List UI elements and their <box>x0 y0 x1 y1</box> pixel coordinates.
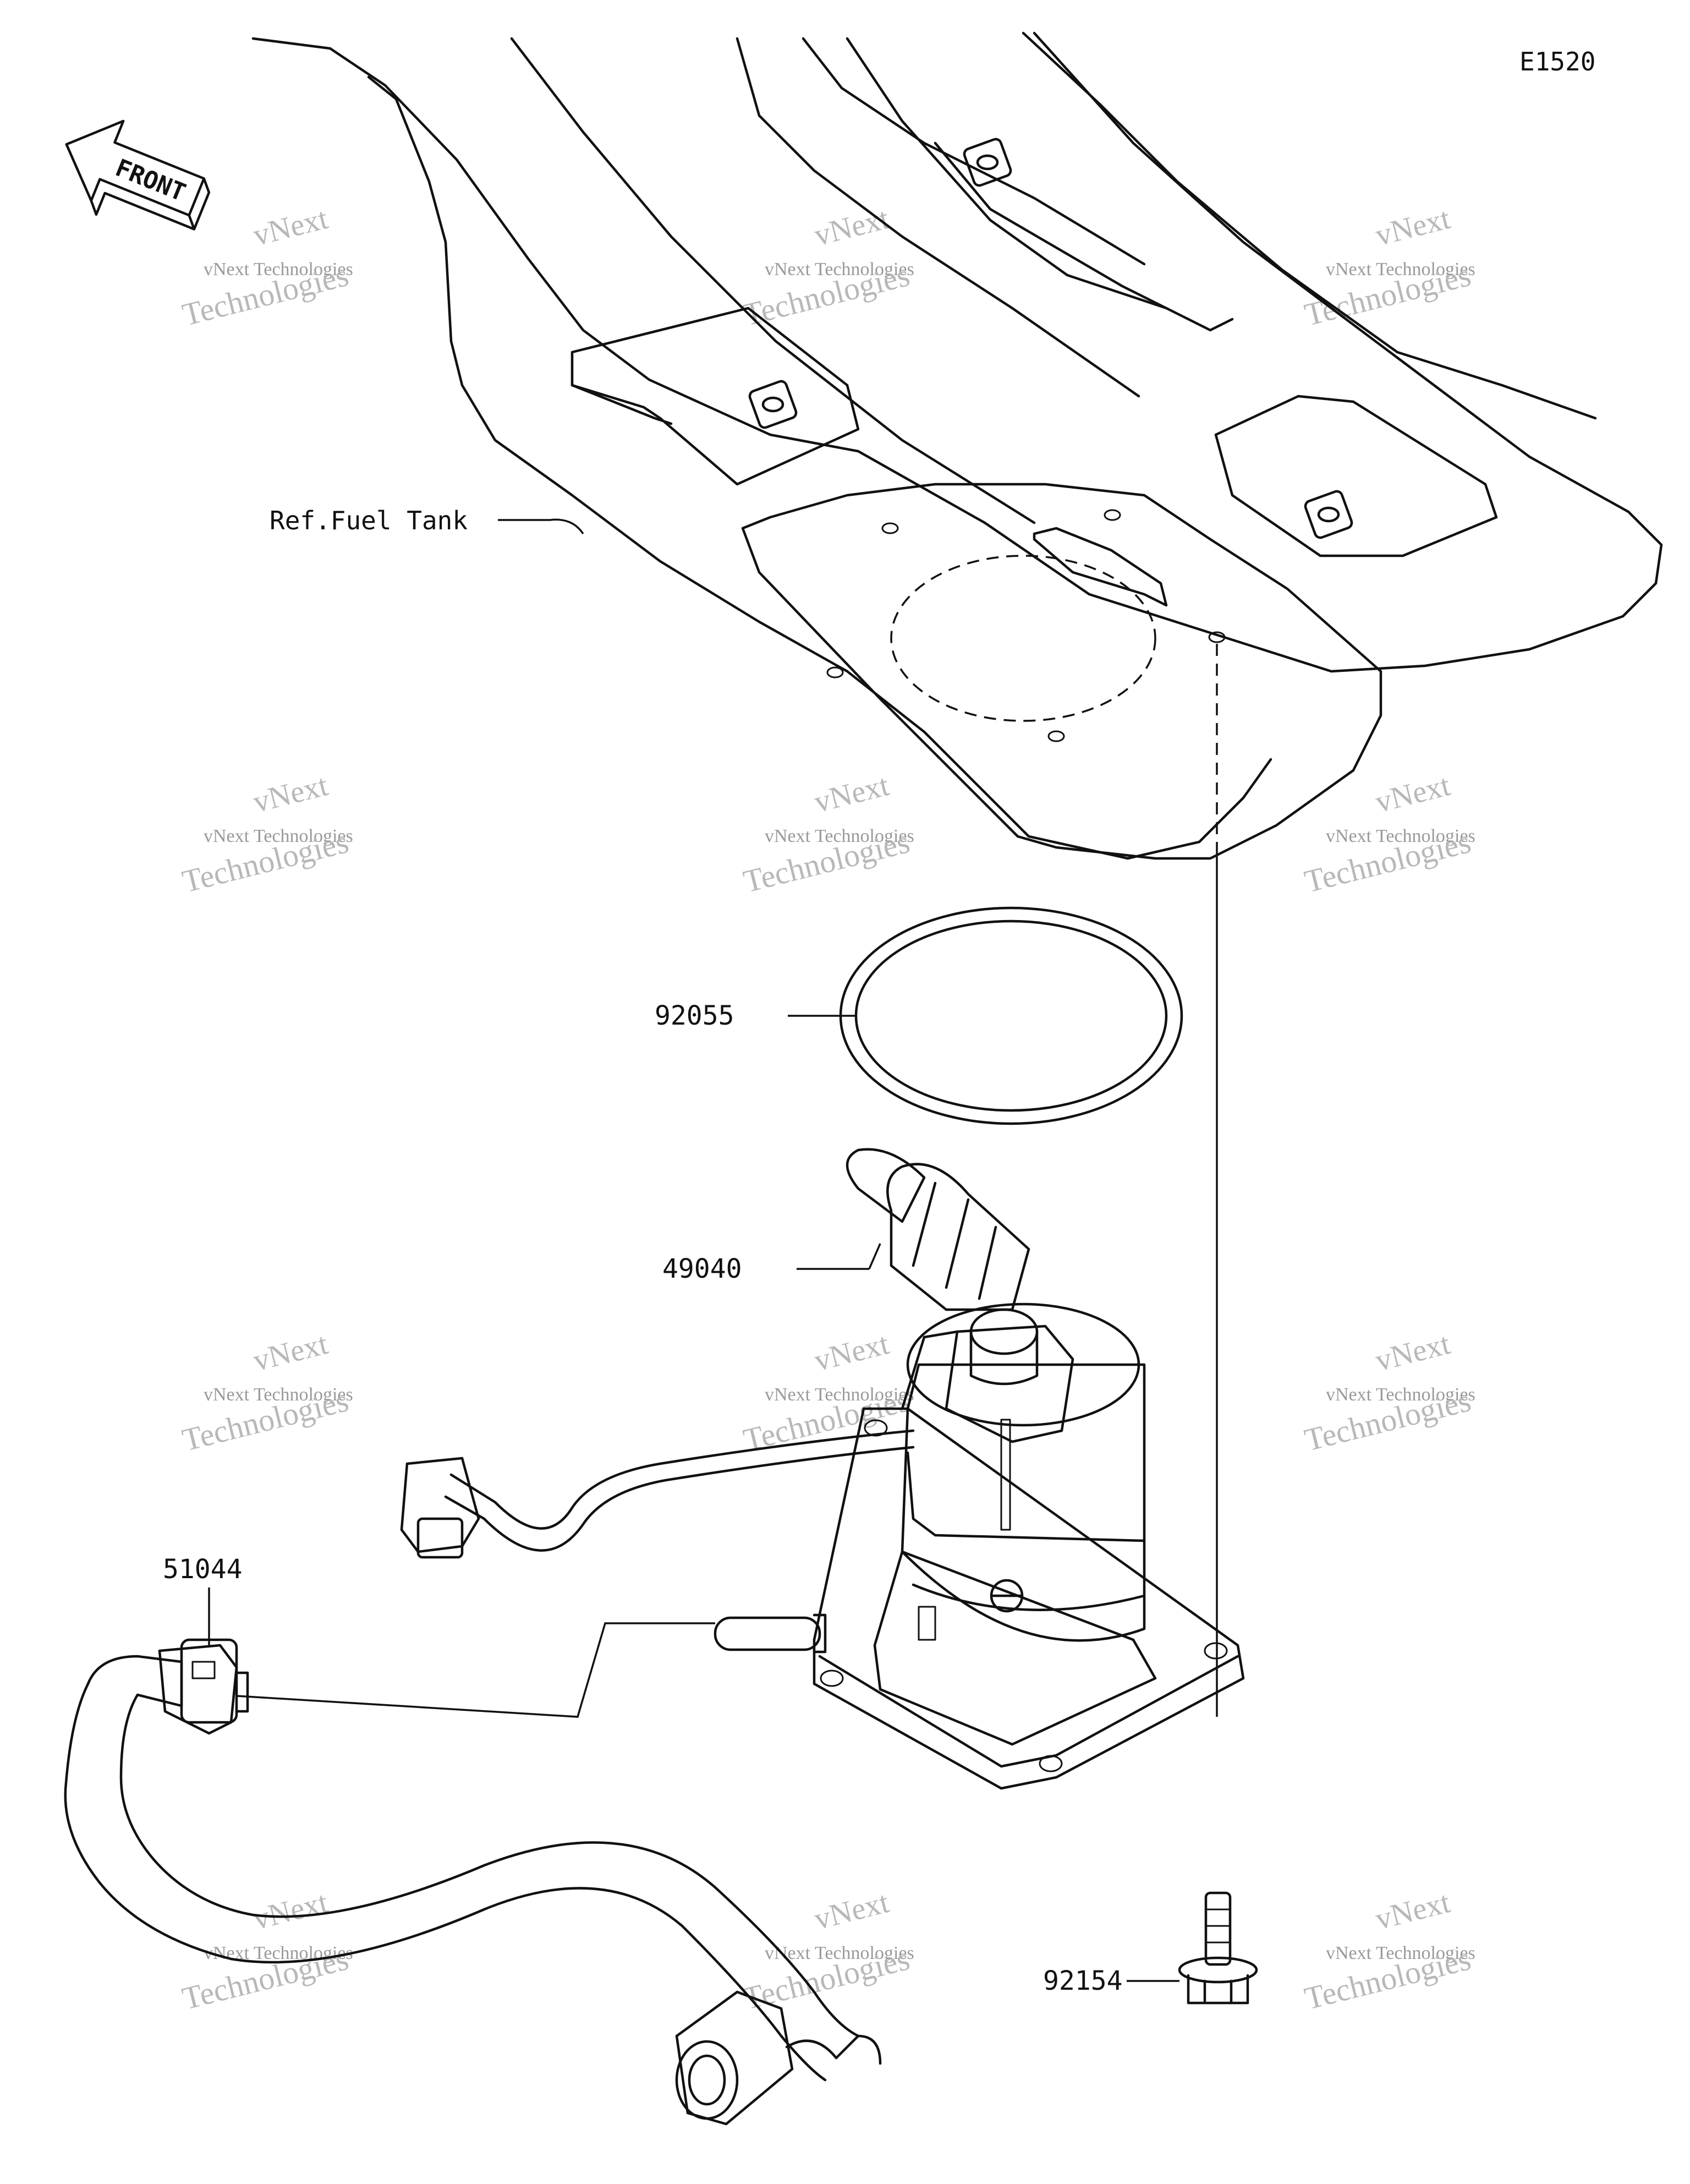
watermark-line1: vNext Technologies <box>1326 259 1475 280</box>
fuel-pump-49040: 49040 <box>400 1148 1245 1790</box>
watermark-line1: vNext Technologies <box>765 826 914 846</box>
part-number-92154: 92154 <box>1043 1966 1123 1996</box>
watermark-line1: vNext Technologies <box>765 259 914 280</box>
watermark-line1: vNext Technologies <box>765 1943 914 1963</box>
watermark-brand: vNext <box>1372 768 1453 819</box>
watermark-brand: vNext <box>811 768 892 819</box>
watermark-brand: vNext <box>1372 1327 1453 1378</box>
watermark-brand: vNext <box>811 201 892 253</box>
watermark-line1: vNext Technologies <box>204 1384 353 1405</box>
watermark-line1: vNext Technologies <box>1326 1384 1475 1405</box>
watermark-brand: vNext <box>250 1327 331 1378</box>
watermark-brand: vNext <box>1372 201 1453 253</box>
watermark-brand: vNext <box>250 1885 331 1936</box>
diagram-code: E1520 <box>1519 47 1595 76</box>
watermark-brand: vNext <box>1372 1885 1453 1936</box>
watermark-brand: vNext <box>811 1885 892 1936</box>
fuel-hose-51044: 51044 <box>64 1554 882 2126</box>
watermark-line1: vNext Technologies <box>1326 826 1475 846</box>
watermark-line1: vNext Technologies <box>765 1384 914 1405</box>
watermark-brand: vNext <box>250 201 331 253</box>
watermark-line1: vNext Technologies <box>204 826 353 846</box>
part-number-49040: 49040 <box>662 1254 742 1284</box>
screw-92154: 92154 <box>1043 1891 1258 2005</box>
watermark-brand: vNext <box>250 768 331 819</box>
ref-fuel-tank-label: Ref.Fuel Tank <box>270 506 468 535</box>
watermark-line1: vNext Technologies <box>204 1943 353 1963</box>
watermark-line1: vNext Technologies <box>1326 1943 1475 1963</box>
front-arrow-icon: FRONT <box>65 119 211 231</box>
watermark-line1: vNext Technologies <box>204 259 353 280</box>
part-number-92055: 92055 <box>655 1000 734 1031</box>
watermark-brand: vNext <box>811 1327 892 1378</box>
o-ring-92055: 92055 <box>655 906 1183 1125</box>
fuel-tank-reference: Ref.Fuel Tank <box>251 31 1663 860</box>
part-number-51044: 51044 <box>163 1554 243 1585</box>
